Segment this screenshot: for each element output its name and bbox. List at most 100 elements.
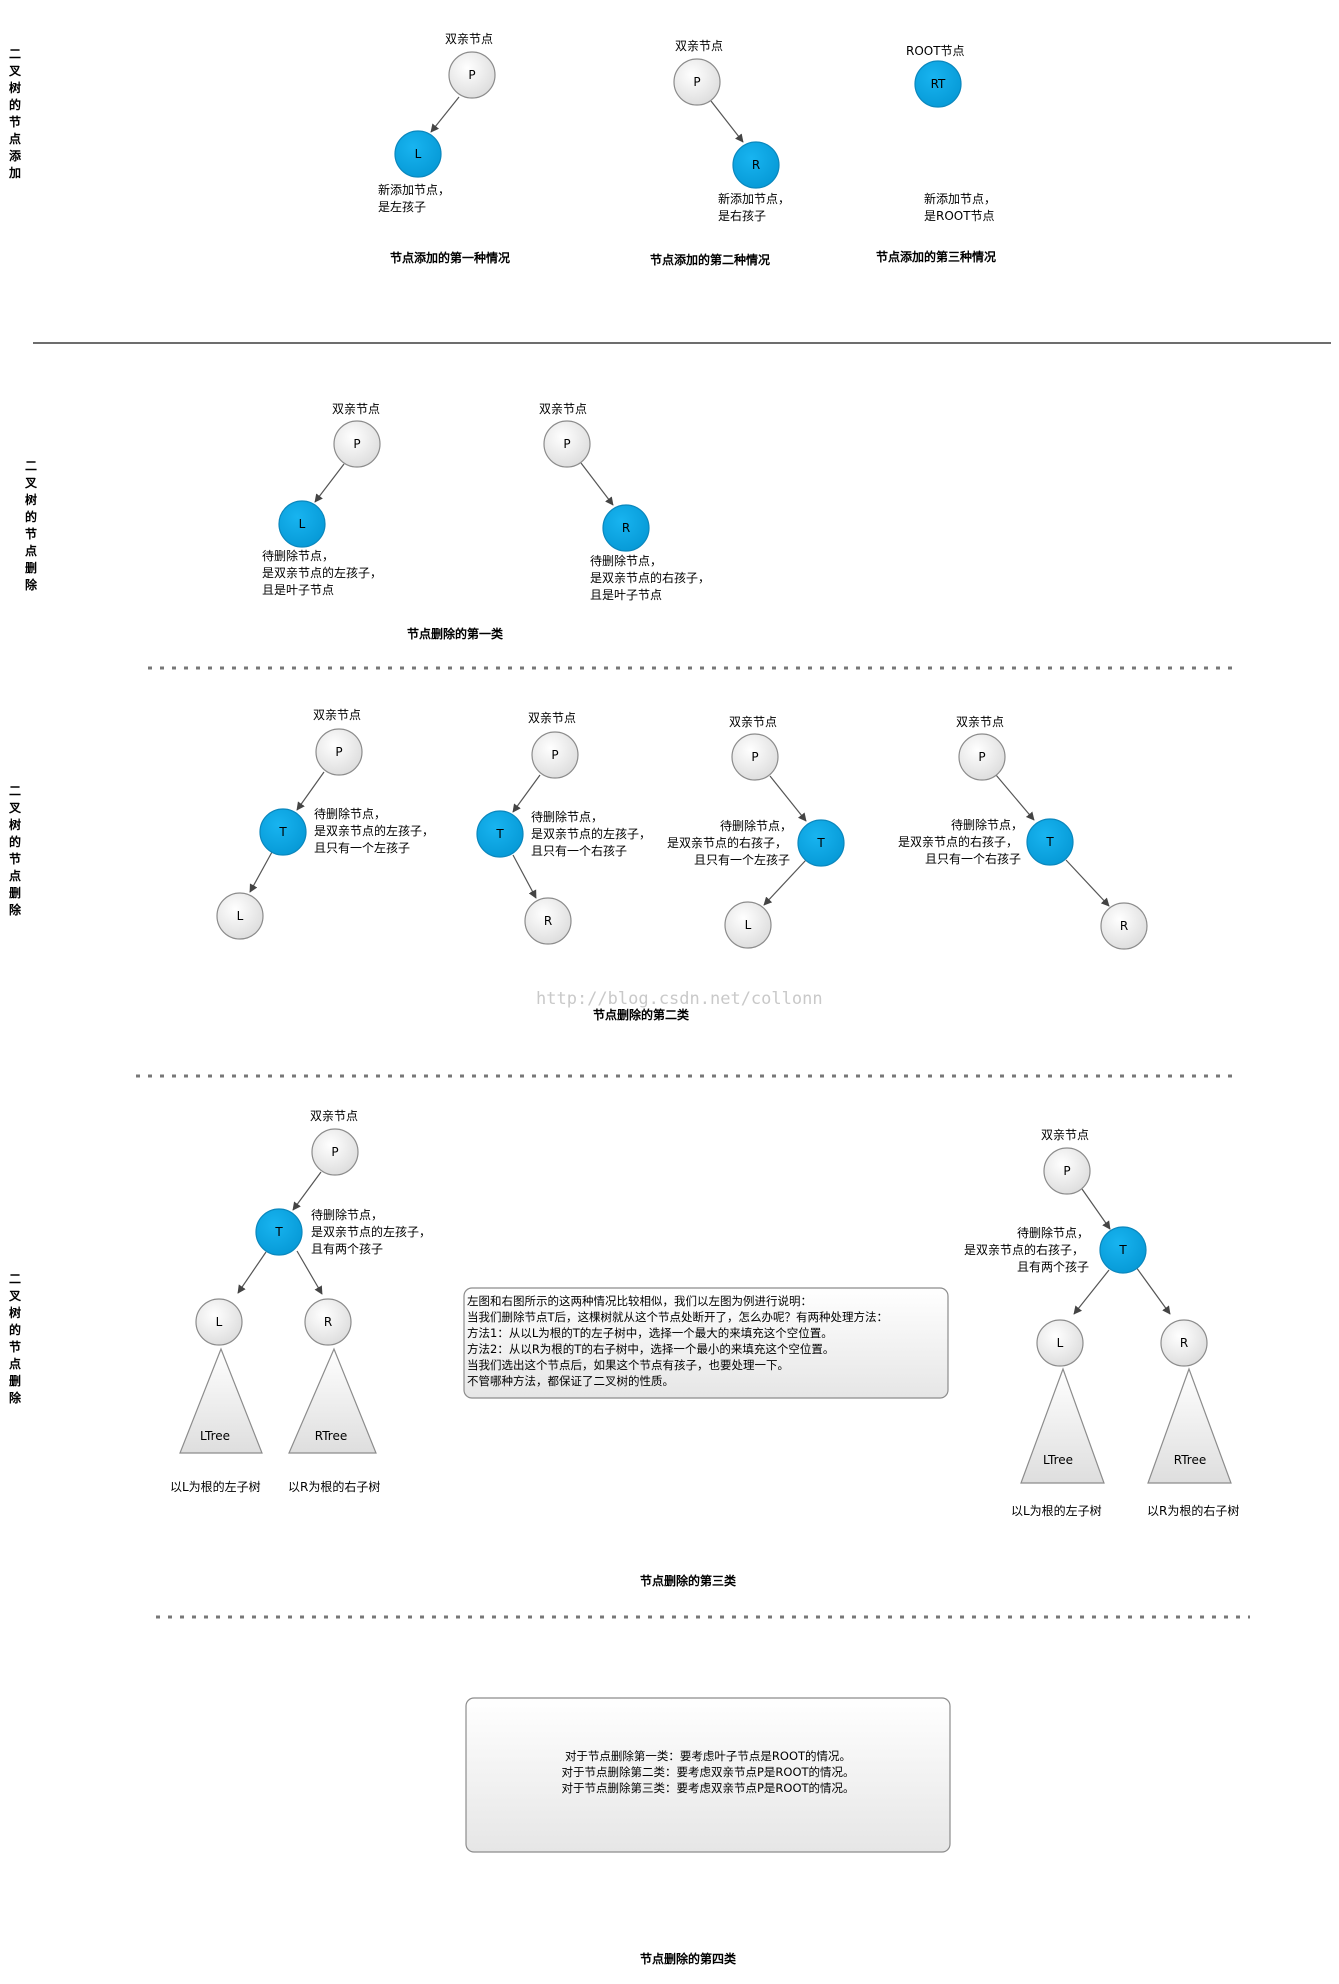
caption-delete-class-4: 节点删除的第四类 (640, 1951, 737, 1966)
note-line-2: 当我们删除节点T后，这棵树就从这个节点处断开了，怎么办呢？有两种处理方法： (467, 1310, 888, 1324)
edge-t-to-r (512, 854, 537, 899)
ltree-triangle (1020, 1367, 1105, 1484)
edge-t-to-r (1065, 859, 1110, 907)
edge-p-to-t (296, 771, 325, 811)
node-p (543, 420, 591, 468)
rtree-label: RTree (315, 1429, 347, 1443)
section-label-delete-1: 二叉树的节点删除 (24, 459, 38, 592)
node-p-label: P (331, 1145, 338, 1159)
desc-line-2: 是双亲节点的右孩子， (590, 570, 710, 585)
root-node-label: ROOT节点 (906, 44, 965, 58)
caption-add-case-2: 节点添加的第二种情况 (650, 252, 770, 267)
section-label-add: 二叉树的节点添加 (8, 47, 22, 180)
node-p (958, 733, 1006, 781)
parent-node-label: 双亲节点 (332, 402, 380, 416)
note-line-6: 不管哪种方法，都保证了二叉树的性质。 (467, 1374, 674, 1388)
caption-add-case-1: 节点添加的第一种情况 (390, 250, 510, 265)
desc-line-1: 待删除节点， (262, 548, 334, 563)
node-t-delete (259, 808, 307, 856)
node-l-delete (278, 500, 326, 548)
node-r-new (732, 141, 780, 189)
edge-t-to-l (1073, 1269, 1110, 1315)
desc-line-2: 是双亲节点的右孩子， (964, 1242, 1084, 1257)
node-l (216, 892, 264, 940)
node-p-label: P (751, 750, 758, 764)
ltree-label: LTree (1043, 1453, 1073, 1467)
node-t-delete (1099, 1226, 1147, 1274)
note-line-2: 对于节点删除第二类：要考虑双亲节点P是ROOT的情况。 (561, 1765, 854, 1779)
parent-node-label: 双亲节点 (1041, 1128, 1089, 1142)
note-box-bg (463, 1287, 949, 1399)
node-l-label: L (745, 918, 752, 932)
delete-class-3-left-tree: 双亲节点 P T L R LTree RTree 以L为根的左子树 以R为根的右… (170, 1109, 431, 1494)
node-t-label: T (274, 1225, 283, 1239)
parent-node-label: 双亲节点 (539, 402, 587, 416)
note-line-1: 左图和右图所示的这两种情况比较相似，我们以左图为例进行说明： (467, 1294, 812, 1308)
node-p-label: P (1063, 1164, 1070, 1178)
node-r-label: R (1120, 919, 1128, 933)
rtree-triangle (288, 1347, 377, 1454)
delete-class-4-note: 对于节点删除第一类：要考虑叶子节点是ROOT的情况。 对于节点删除第二类：要考虑… (465, 1697, 951, 1853)
desc-line-2: 是双亲节点的右孩子， (667, 835, 787, 850)
node-l-label: L (216, 1315, 223, 1329)
note-line-5: 当我们选出这个节点后，如果这个节点有孩子，也要处理一下。 (467, 1358, 789, 1372)
node-t-label: T (278, 825, 287, 839)
node-p-label: P (551, 748, 558, 762)
desc-line-2: 是双亲节点的右孩子， (898, 834, 1018, 849)
edge-p-to-t (512, 774, 541, 813)
left-subtree-caption: 以L为根的左子树 (1011, 1503, 1102, 1518)
delete-class-2-case-c: 双亲节点 P T L 待删除节点， 是双亲节点的右孩子， 且只有一个左孩子 (667, 715, 845, 949)
section-label-delete-2: 二叉树的节点删除 (8, 784, 22, 917)
desc-line-3: 且是叶子节点 (590, 588, 662, 602)
desc-line-3: 且只有一个右孩子 (531, 843, 627, 858)
desc-line-1: 待删除节点， (314, 806, 386, 821)
node-t-label: T (1045, 835, 1054, 849)
desc-line-2: 是右孩子 (718, 208, 766, 223)
note-line-3: 对于节点删除第三类：要考虑双亲节点P是ROOT的情况。 (561, 1781, 854, 1795)
desc-line-1: 新添加节点， (718, 191, 790, 206)
node-p (673, 58, 721, 106)
node-l (195, 1298, 243, 1346)
edge-t-to-r (296, 1250, 323, 1295)
delete-class-1-case-b: 双亲节点 P R 待删除节点， 是双亲节点的右孩子， 且是叶子节点 (539, 402, 710, 602)
desc-line-1: 新添加节点， (924, 191, 996, 206)
desc-line-3: 且有两个孩子 (1017, 1260, 1089, 1274)
desc-line-1: 新添加节点， (378, 182, 450, 197)
node-p (531, 731, 579, 779)
parent-node-label: 双亲节点 (729, 715, 777, 729)
node-p (448, 51, 496, 99)
node-l-label: L (1057, 1336, 1064, 1350)
node-rt-new (914, 60, 962, 108)
parent-node-label: 双亲节点 (313, 708, 361, 722)
edge-p-to-t (769, 775, 807, 822)
node-l-label: L (237, 909, 244, 923)
edge-p-to-t (1081, 1188, 1111, 1230)
desc-line-1: 待删除节点， (590, 553, 662, 568)
desc-line-2: 是双亲节点的左孩子， (314, 823, 434, 838)
add-case-2: 双亲节点 P R 新添加节点， 是右孩子 节点添加的第二种情况 (650, 39, 790, 267)
note-line-1: 对于节点删除第一类：要考虑叶子节点是ROOT的情况。 (565, 1749, 851, 1763)
node-t-label: T (1118, 1243, 1127, 1257)
delete-class-2-case-b: 双亲节点 P T R 待删除节点， 是双亲节点的左孩子， 且只有一个右孩子 (476, 711, 651, 945)
caption-delete-class-3: 节点删除的第三类 (640, 1573, 737, 1588)
node-r (524, 897, 572, 945)
caption-delete-class-2: 节点删除的第二类 (593, 1007, 690, 1022)
edge-p-to-t (292, 1171, 322, 1211)
node-rt-label: RT (931, 77, 946, 91)
delete-class-2-case-a: 双亲节点 P T L 待删除节点， 是双亲节点的左孩子， 且只有一个左孩子 (216, 708, 434, 940)
desc-line-2: 是双亲节点的左孩子， (311, 1224, 431, 1239)
edge-t-to-l (249, 851, 273, 893)
node-t-delete (797, 819, 845, 867)
node-p-label: P (468, 68, 475, 82)
desc-line-1: 待删除节点， (311, 1207, 383, 1222)
edge-t-to-r (1135, 1266, 1171, 1315)
parent-node-label: 双亲节点 (956, 715, 1004, 729)
section-label-delete-1-text: 二叉树的节点删除 (24, 459, 38, 592)
desc-line-2: 是ROOT节点 (924, 209, 995, 223)
ltree-label: LTree (200, 1429, 230, 1443)
node-t-delete (1026, 818, 1074, 866)
add-case-3: ROOT节点 RT 新添加节点， 是ROOT节点 节点添加的第三种情况 (876, 44, 996, 264)
node-t-delete (255, 1208, 303, 1256)
section-label-delete-3-text: 二叉树的节点删除 (8, 1272, 22, 1405)
node-p-label: P (563, 437, 570, 451)
